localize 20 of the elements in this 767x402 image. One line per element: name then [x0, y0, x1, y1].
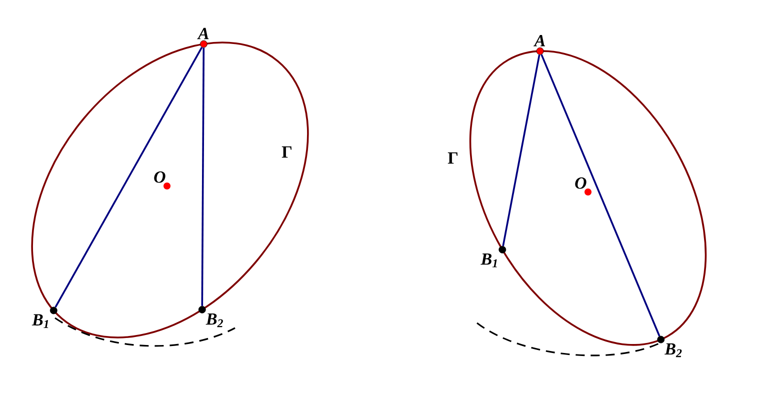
node-label: B$_{1}$ — [480, 253, 497, 268]
point: A — [534, 35, 546, 55]
point: B$_{1}$ — [480, 246, 506, 268]
curve-label: Γ — [282, 146, 292, 158]
line-segment — [502, 54, 540, 246]
point: B$_{2}$ — [198, 306, 223, 328]
node-label: A — [534, 35, 546, 46]
node-label: B$_{2}$ — [664, 343, 682, 358]
point-label: O — [575, 177, 586, 189]
point: A — [197, 28, 209, 48]
point: B$_{2}$ — [657, 336, 682, 358]
node-label: B$_{2}$ — [206, 313, 223, 328]
line-segment — [540, 54, 660, 336]
point: B$_{1}$ — [32, 306, 58, 328]
point-label: O — [154, 171, 166, 183]
node-label: A — [197, 28, 209, 40]
node-label: B$_{1}$ — [32, 314, 48, 328]
line-segment — [201, 48, 205, 306]
curve-label: Γ — [448, 152, 458, 164]
line-segment — [54, 46, 203, 308]
